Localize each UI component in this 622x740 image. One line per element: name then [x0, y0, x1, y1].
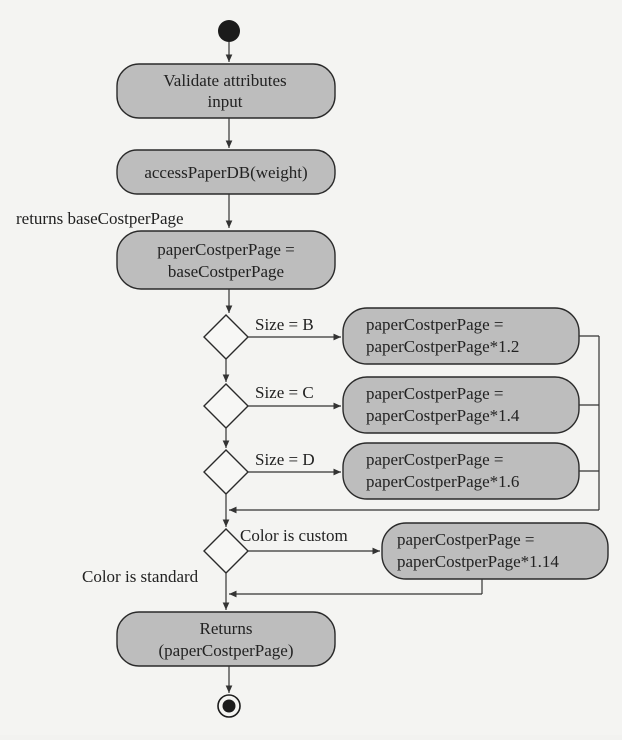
activity-size-d: paperCostperPage = paperCostperPage*1.6 — [342, 442, 580, 500]
guard-color-custom: Color is custom — [240, 526, 348, 545]
activity-returns: Returns (paperCostperPage) — [116, 611, 336, 667]
guard-size-b: Size = B — [255, 315, 314, 334]
activity-access-paper-db: accessPaperDB(weight) — [116, 149, 336, 195]
activity-size-b-line2: paperCostperPage*1.2 — [366, 337, 519, 356]
guard-size-d: Size = D — [255, 450, 315, 469]
activity-size-d-line1: paperCostperPage = — [366, 450, 504, 469]
activity-size-c: paperCostperPage = paperCostperPage*1.4 — [342, 376, 580, 434]
final-node — [217, 694, 241, 718]
activity-assign-base: paperCostperPage = baseCostperPage — [116, 230, 336, 290]
decision-size-d — [203, 449, 249, 495]
activity-assign-base-line1: paperCostperPage = — [157, 240, 295, 259]
activity-color-custom-line2: paperCostperPage*1.14 — [397, 552, 559, 571]
activity-validate-input-line1: Validate attributes — [163, 71, 286, 90]
activity-color-custom-line1: paperCostperPage = — [397, 530, 535, 549]
activity-validate-input-line2: input — [208, 92, 243, 111]
decision-size-b — [203, 314, 249, 360]
initial-node — [218, 20, 240, 42]
activity-assign-base-line2: baseCostperPage — [168, 262, 284, 281]
activity-returns-line1: Returns — [200, 619, 253, 638]
activity-size-d-line2: paperCostperPage*1.6 — [366, 472, 519, 491]
activity-size-b-line1: paperCostperPage = — [366, 315, 504, 334]
guard-size-c: Size = C — [255, 383, 314, 402]
activity-color-custom: paperCostperPage = paperCostperPage*1.14 — [381, 522, 609, 580]
guard-returns-base: returns baseCostperPage — [16, 209, 184, 228]
decision-size-c — [203, 383, 249, 429]
activity-validate-input: Validate attributes input — [116, 63, 336, 119]
activity-returns-line2: (paperCostperPage) — [158, 641, 293, 660]
guard-color-standard: Color is standard — [82, 567, 199, 586]
activity-size-b: paperCostperPage = paperCostperPage*1.2 — [342, 307, 580, 365]
activity-size-c-line1: paperCostperPage = — [366, 384, 504, 403]
activity-access-paper-db-label: accessPaperDB(weight) — [144, 163, 307, 182]
activity-size-c-line2: paperCostperPage*1.4 — [366, 406, 520, 425]
